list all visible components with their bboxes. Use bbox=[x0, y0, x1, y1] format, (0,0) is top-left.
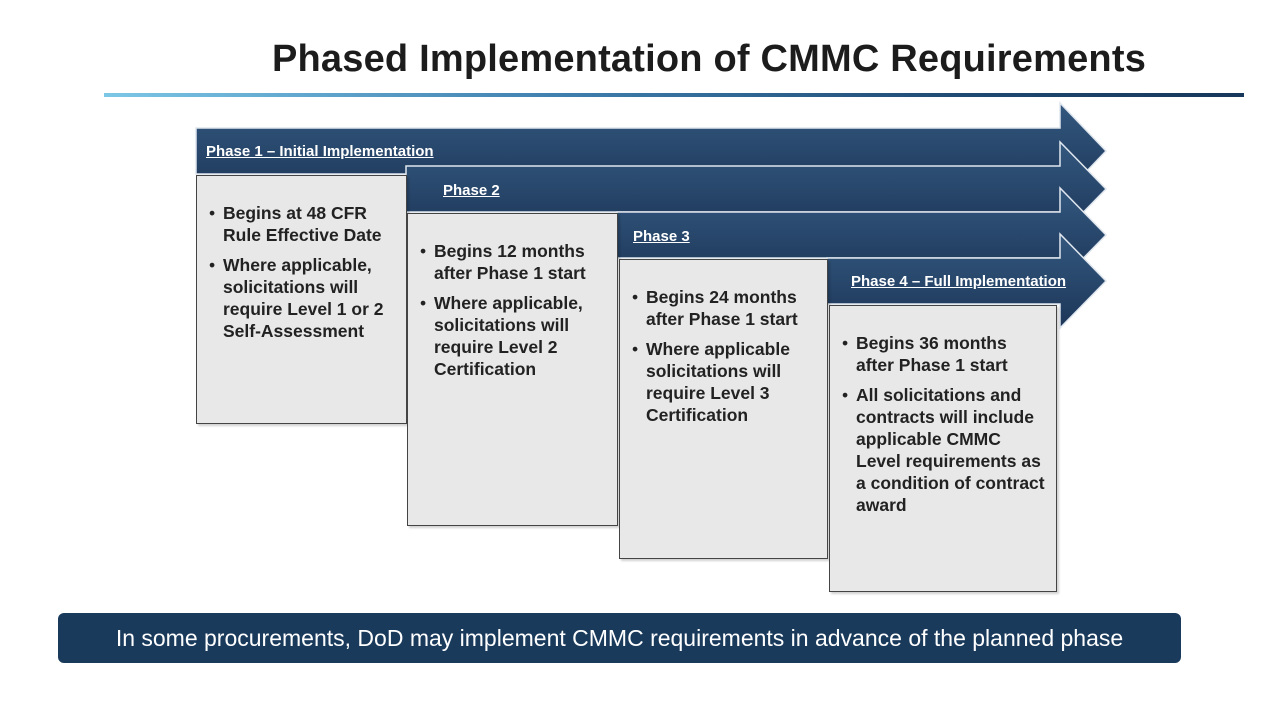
phase-3-label: Phase 3 bbox=[633, 228, 690, 245]
phase-1-label: Phase 1 – Initial Implementation bbox=[206, 143, 434, 160]
phase-4-bullet: Begins 36 months after Phase 1 start bbox=[842, 332, 1046, 376]
phase-4-bullet: All solicitations and contracts will inc… bbox=[842, 384, 1046, 516]
phase-1-box: Begins at 48 CFR Rule Effective Date Whe… bbox=[196, 175, 407, 424]
phase-3-bullet: Begins 24 months after Phase 1 start bbox=[632, 286, 817, 330]
advance-implementation-banner: In some procurements, DoD may implement … bbox=[58, 613, 1181, 663]
title-divider bbox=[104, 93, 1244, 97]
phase-3-bullet: Where applicable solicitations will requ… bbox=[632, 338, 817, 426]
phase-1-bullet: Begins at 48 CFR Rule Effective Date bbox=[209, 202, 396, 246]
phase-2-bullet: Where applicable, solicitations will req… bbox=[420, 292, 607, 380]
phase-4-box: Begins 36 months after Phase 1 start All… bbox=[829, 305, 1057, 592]
phase-2-label: Phase 2 bbox=[443, 182, 500, 199]
page-title: Phased Implementation of CMMC Requiremen… bbox=[271, 38, 1147, 80]
phase-4-label: Phase 4 – Full Implementation bbox=[851, 273, 1067, 290]
phase-1-bullet: Where applicable, solicitations will req… bbox=[209, 254, 396, 342]
phase-2-bullet: Begins 12 months after Phase 1 start bbox=[420, 240, 607, 284]
phase-4-arrow bbox=[826, 232, 1108, 330]
phase-2-box: Begins 12 months after Phase 1 start Whe… bbox=[407, 213, 618, 526]
phase-3-box: Begins 24 months after Phase 1 start Whe… bbox=[619, 259, 828, 559]
